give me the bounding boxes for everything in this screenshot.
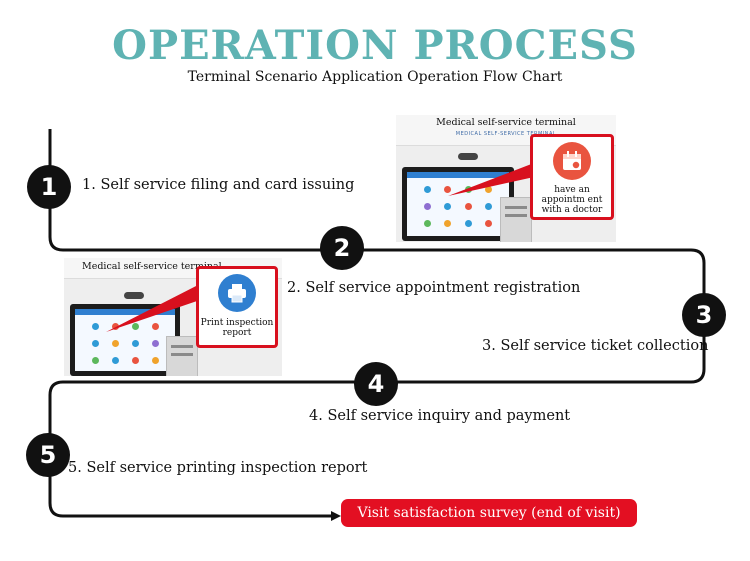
callout-appointment: have an appointm ent with a doctor [530, 134, 614, 220]
callout-label: have an appointm ent with a doctor [541, 185, 603, 215]
printer-icon [218, 274, 256, 312]
step-label-3: 3. Self service ticket collection [482, 338, 709, 354]
page-subtitle: Terminal Scenario Application Operation … [187, 69, 563, 85]
calendar-icon [553, 142, 591, 180]
kiosk-illustration-appointment: Medical self-service terminal MEDICAL SE… [396, 115, 616, 242]
kiosk-subtitle: MEDICAL SELF-SERVICE TERMINAL [455, 131, 557, 137]
step-label-2: 2. Self service appointment registration [287, 280, 581, 296]
kiosk-illustration-report: Medical self-service terminal [64, 258, 282, 376]
camera-icon [458, 153, 478, 160]
step-badge-2: 2 [320, 226, 364, 270]
kiosk-title: Medical self-service terminal [436, 117, 576, 128]
callout-pointer [106, 284, 200, 332]
end-survey-badge: Visit satisfaction survey (end of visit) [341, 499, 637, 527]
step-label-5: 5. Self service printing inspection repo… [68, 460, 368, 476]
page-title: OPERATION PROCESS [112, 22, 638, 69]
step-badge-4: 4 [354, 362, 398, 406]
callout-pointer [448, 163, 534, 196]
step-badge-5: 5 [26, 433, 70, 477]
arrow-head-icon [331, 511, 341, 521]
kiosk-screen [70, 304, 180, 376]
callout-print-report: Print inspection report [196, 266, 278, 348]
callout-label: Print inspection report [200, 318, 274, 338]
step-label-1: 1. Self service filing and card issuing [82, 177, 355, 193]
camera-icon [124, 292, 144, 299]
kiosk-title: Medical self-service terminal [82, 261, 222, 272]
step-badge-1: 1 [27, 165, 71, 209]
step-badge-3: 3 [682, 293, 726, 337]
kiosk-printer-unit [166, 336, 198, 376]
step-label-4: 4. Self service inquiry and payment [309, 408, 571, 424]
